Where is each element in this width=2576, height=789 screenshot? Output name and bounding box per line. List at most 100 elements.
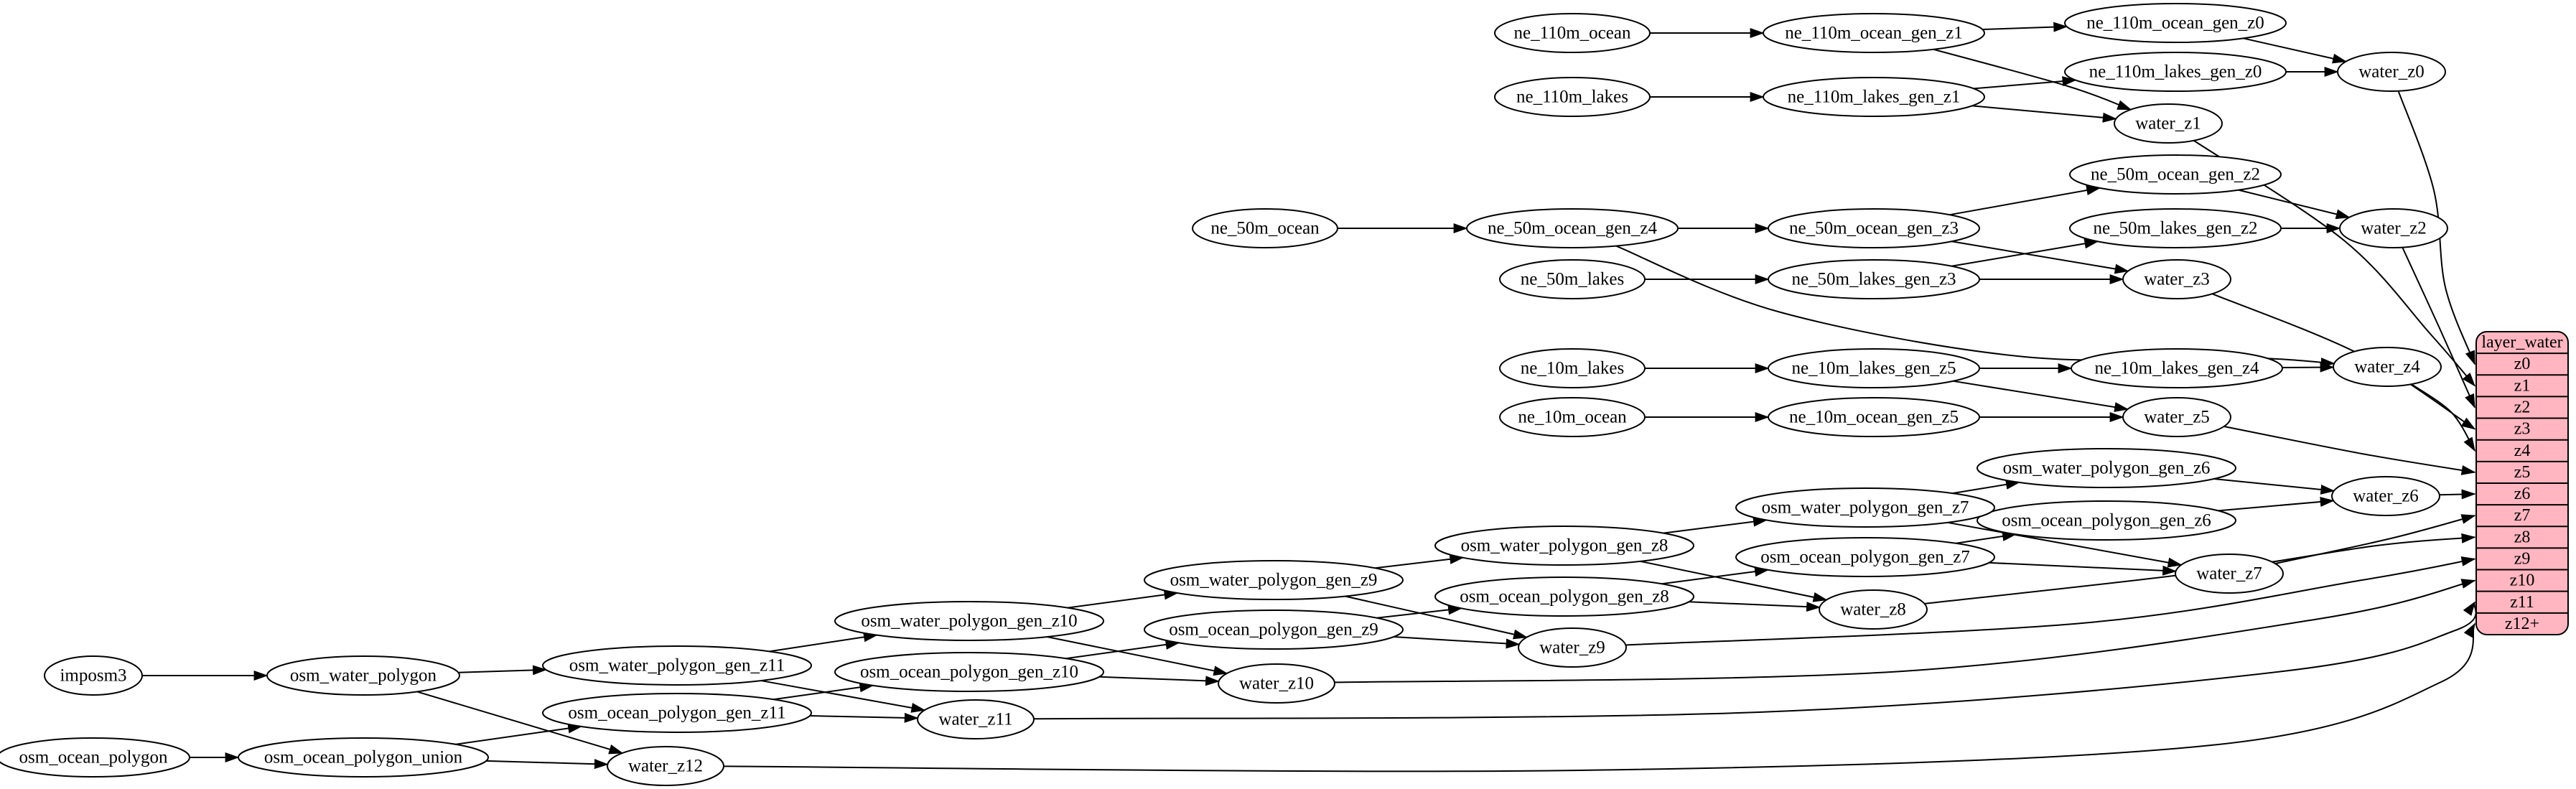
edge-water_z2-to-row-z2 (2402, 247, 2475, 408)
node-label: water_z11 (938, 710, 1012, 729)
node-label: osm_water_polygon_gen_z6 (2003, 459, 2211, 478)
node-ellipse (1499, 348, 1646, 388)
node-label: osm_ocean_polygon_union (264, 748, 463, 767)
node-ne_110m_ocean_gen_z0: ne_110m_ocean_gen_z0 (2064, 3, 2287, 43)
node-ellipse (2114, 103, 2223, 144)
node-ellipse (44, 655, 143, 696)
edge-water_z9-to-row-z9 (1625, 556, 2476, 646)
edge-ne_50m_ocean_gen_z3-to-water_z3 (1951, 241, 2129, 274)
node-label: ne_110m_lakes (1516, 88, 1628, 107)
table-row-z10: z10 (2510, 571, 2535, 590)
node-ellipse (266, 655, 460, 696)
node-label: osm_water_polygon_gen_z11 (569, 656, 785, 676)
node-label: osm_water_polygon_gen_z8 (1461, 536, 1669, 556)
node-label: ne_10m_ocean_gen_z5 (1789, 408, 1959, 427)
node-ellipse (1977, 500, 2236, 541)
edge-osm_water_polygon_gen_z10-to-osm_water_polygon_gen_z9 (1067, 589, 1179, 609)
node-ellipse (1499, 259, 1646, 299)
node-ne_50m_lakes_gen_z2: ne_50m_lakes_gen_z2 (2069, 208, 2282, 248)
node-ellipse (1768, 259, 1980, 299)
node-ellipse (1466, 208, 1679, 248)
node-ne_50m_ocean_gen_z4: ne_50m_ocean_gen_z4 (1466, 208, 1679, 248)
node-osm_ocean_polygon_union: osm_ocean_polygon_union (238, 737, 489, 778)
edge-osm_water_polygon_gen_z11-to-osm_water_polygon_gen_z10 (769, 632, 878, 653)
node-ellipse (2069, 154, 2282, 195)
node-water_z0: water_z0 (2337, 52, 2446, 92)
node-ellipse (2339, 208, 2448, 248)
node-water_z4: water_z4 (2333, 347, 2442, 387)
node-ellipse (1434, 576, 1694, 617)
node-ellipse (917, 699, 1035, 739)
node-ellipse (1192, 208, 1338, 248)
node-ellipse (1768, 348, 1980, 388)
node-imposm3: imposm3 (44, 655, 143, 696)
node-label: ne_50m_lakes_gen_z3 (1791, 270, 1956, 289)
node-label: ne_50m_ocean (1210, 219, 1320, 238)
node-label: osm_ocean_polygon_gen_z6 (2002, 511, 2211, 531)
node-label: water_z4 (2354, 358, 2420, 377)
node-water_z7: water_z7 (2175, 554, 2284, 594)
node-label: water_z9 (1539, 638, 1605, 658)
edge-water_z5-to-row-z5 (2223, 426, 2476, 475)
node-ellipse (1434, 526, 1694, 566)
node-osm_ocean_polygon: osm_ocean_polygon (0, 737, 190, 778)
edge-ne_50m_ocean_gen_z2-to-water_z2 (2238, 189, 2351, 220)
node-ne_110m_lakes_gen_z1: ne_110m_lakes_gen_z1 (1763, 77, 1985, 117)
node-label: ne_10m_lakes (1521, 359, 1624, 378)
edge-osm_water_polygon-to-water_z12 (416, 691, 624, 755)
node-water_z11: water_z11 (917, 699, 1035, 739)
node-water_z6: water_z6 (2331, 476, 2440, 516)
edge-osm_water_polygon_gen_z9-to-water_z9 (1345, 595, 1529, 640)
table-row-z9: z9 (2514, 549, 2531, 568)
node-ellipse (2071, 348, 2283, 388)
edge-osm_ocean_polygon_gen_z11-to-water_z11 (809, 712, 919, 723)
node-label: ne_50m_ocean_gen_z3 (1789, 219, 1959, 238)
node-osm_water_polygon_gen_z6: osm_water_polygon_gen_z6 (1977, 448, 2236, 488)
edge-osm_ocean_polygon_gen_z10-to-osm_ocean_polygon_gen_z9 (1065, 639, 1180, 660)
node-osm_ocean_polygon_gen_z11: osm_ocean_polygon_gen_z11 (542, 693, 812, 733)
edge-osm_ocean_polygon_gen_z7-to-osm_ocean_polygon_gen_z6 (1956, 531, 2017, 544)
table-row-z11: z11 (2510, 593, 2534, 612)
node-label: water_z10 (1239, 674, 1314, 694)
node-ellipse (2122, 259, 2231, 299)
edge-osm_water_polygon_gen_z10-to-water_z10 (1047, 636, 1228, 676)
edge-osm_water_polygon_gen_z11-to-water_z11 (760, 680, 926, 713)
node-ellipse (1499, 397, 1646, 437)
table-row-z8: z8 (2514, 528, 2531, 546)
node-ellipse (2175, 554, 2284, 594)
node-osm_ocean_polygon_gen_z6: osm_ocean_polygon_gen_z6 (1977, 500, 2236, 541)
node-label: osm_ocean_polygon (19, 748, 168, 767)
node-osm_water_polygon_gen_z8: osm_water_polygon_gen_z8 (1434, 526, 1694, 566)
node-ellipse (0, 737, 190, 778)
edge-osm_ocean_polygon_union-to-water_z12 (486, 759, 609, 770)
edge-osm_water_polygon_gen_z8-to-water_z8 (1640, 560, 1828, 602)
node-ellipse (2069, 208, 2282, 248)
table-layer: layer_waterz0z1z2z3z4z5z6z7z8z9z10z11z12… (2475, 331, 2569, 635)
edge-water_z11-to-row-z11 (1033, 601, 2477, 720)
node-label: osm_water_polygon_gen_z7 (1762, 498, 1969, 518)
edge-ne_50m_lakes_gen_z3-to-ne_50m_lakes_gen_z2 (1951, 238, 2099, 267)
node-osm_water_polygon: osm_water_polygon (266, 655, 460, 696)
node-label: water_z2 (2361, 219, 2427, 238)
node-ne_50m_ocean_gen_z2: ne_50m_ocean_gen_z2 (2069, 154, 2282, 195)
node-label: ne_110m_lakes_gen_z0 (2089, 62, 2262, 82)
edge-osm_water_polygon_gen_z7-to-osm_water_polygon_gen_z6 (1952, 479, 2020, 495)
table-row-z2: z2 (2514, 398, 2531, 416)
node-label: ne_110m_ocean_gen_z0 (2086, 14, 2264, 33)
node-water_z2: water_z2 (2339, 208, 2448, 248)
table-row-z6: z6 (2514, 485, 2531, 503)
node-ne_110m_lakes: ne_110m_lakes (1494, 77, 1651, 117)
node-label: water_z3 (2144, 270, 2210, 289)
node-ellipse (238, 737, 489, 778)
node-label: osm_ocean_polygon_gen_z9 (1169, 620, 1378, 640)
node-ne_10m_ocean: ne_10m_ocean (1499, 397, 1646, 437)
node-label: ne_10m_ocean (1518, 408, 1627, 427)
node-ne_50m_ocean_gen_z3: ne_50m_ocean_gen_z3 (1768, 208, 1980, 248)
node-label: ne_50m_ocean_gen_z2 (2091, 165, 2260, 185)
node-ellipse (2064, 3, 2287, 43)
node-label: ne_50m_ocean_gen_z4 (1488, 219, 1658, 238)
node-ne_110m_lakes_gen_z0: ne_110m_lakes_gen_z0 (2064, 52, 2287, 92)
